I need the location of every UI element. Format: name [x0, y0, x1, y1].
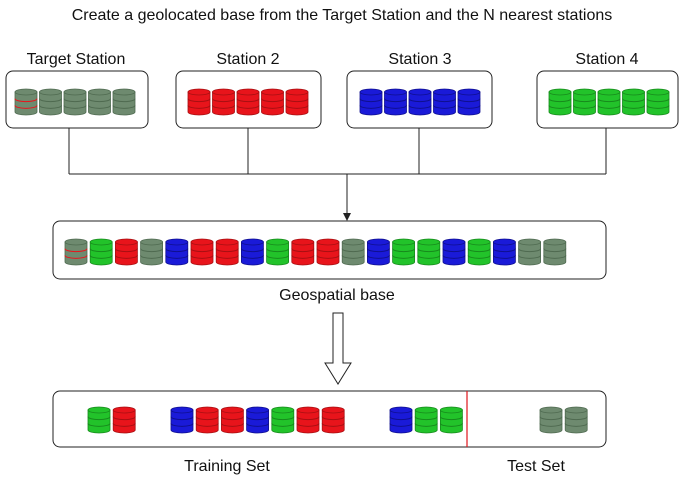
database-cylinder-target — [64, 238, 88, 266]
database-cylinder-gray — [564, 406, 588, 434]
database-cylinder-green — [392, 238, 416, 266]
database-cylinder-red — [236, 88, 260, 116]
database-cylinder-red — [291, 238, 315, 266]
database-cylinder-blue — [408, 88, 432, 116]
split-arrow — [324, 312, 352, 385]
database-cylinder-green — [467, 238, 491, 266]
database-cylinder-blue — [433, 88, 456, 116]
database-cylinder-red — [212, 88, 235, 116]
database-cylinder-green — [266, 238, 290, 266]
database-cylinder-blue — [246, 406, 270, 434]
database-cylinder-red — [296, 406, 320, 434]
database-cylinder-red — [215, 238, 239, 266]
database-cylinder-green — [414, 406, 438, 434]
training-set-label: Training Set — [184, 458, 270, 475]
database-cylinder-red — [112, 406, 136, 434]
database-cylinder-blue — [442, 238, 466, 266]
database-cylinder-green — [646, 88, 670, 116]
station-label-target: Target Station — [27, 51, 126, 68]
database-cylinder-red — [190, 238, 214, 266]
database-cylinder-red — [114, 238, 138, 266]
database-cylinder-green — [271, 406, 295, 434]
database-cylinder-red — [195, 406, 219, 434]
database-cylinder-red — [220, 406, 244, 434]
database-cylinder-green — [439, 406, 463, 434]
database-cylinder-green — [89, 238, 113, 266]
database-cylinder-gray — [39, 88, 62, 116]
station-label-2: Station 2 — [216, 51, 279, 68]
station-label-4: Station 4 — [575, 51, 638, 68]
database-cylinder-green — [622, 88, 645, 116]
database-cylinder-blue — [389, 406, 413, 434]
cylinder-layer — [14, 88, 670, 434]
database-cylinder-gray — [539, 406, 563, 434]
database-cylinder-gray — [543, 238, 567, 266]
database-cylinder-green — [597, 88, 621, 116]
geospatial-label: Geospatial base — [279, 287, 395, 304]
station-label-3: Station 3 — [388, 51, 451, 68]
database-cylinder-blue — [366, 238, 390, 266]
merge-connectors — [68, 128, 607, 214]
database-cylinder-gray — [341, 238, 365, 266]
database-cylinder-green — [87, 406, 111, 434]
database-cylinder-red — [261, 88, 284, 116]
merge-arrowhead — [343, 213, 351, 221]
database-cylinder-blue — [170, 406, 194, 434]
database-cylinder-blue — [492, 238, 516, 266]
database-cylinder-green — [417, 238, 441, 266]
database-cylinder-blue — [457, 88, 481, 116]
database-cylinder-red — [285, 88, 309, 116]
database-cylinder-green — [548, 88, 572, 116]
database-cylinder-red — [321, 406, 345, 434]
database-cylinder-blue — [240, 238, 264, 266]
test-set-label: Test Set — [507, 458, 565, 475]
database-cylinder-green — [573, 88, 596, 116]
database-cylinder-gray — [518, 238, 542, 266]
database-cylinder-blue — [384, 88, 407, 116]
database-cylinder-target — [14, 88, 38, 116]
database-cylinder-gray — [140, 238, 164, 266]
database-cylinder-blue — [359, 88, 383, 116]
database-cylinder-gray — [112, 88, 136, 116]
diagram-title: Create a geolocated base from the Target… — [72, 7, 612, 24]
database-cylinder-gray — [88, 88, 111, 116]
database-cylinder-red — [316, 238, 340, 266]
database-cylinder-gray — [63, 88, 87, 116]
database-cylinder-red — [187, 88, 211, 116]
database-cylinder-blue — [165, 238, 189, 266]
